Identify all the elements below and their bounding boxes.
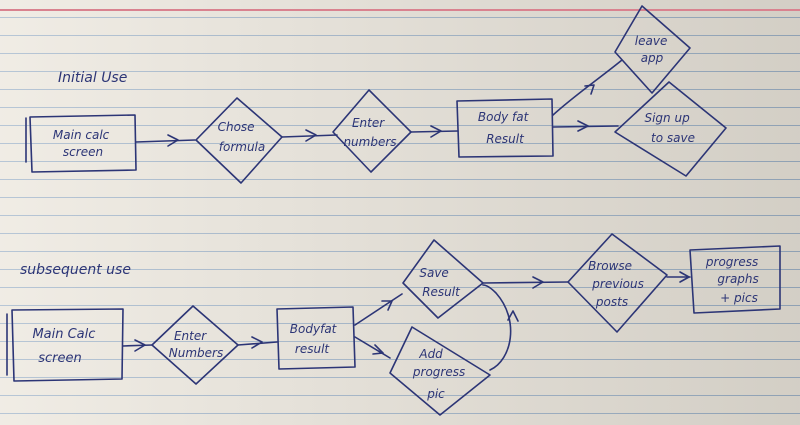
svg-text:Save Result: Save Result bbox=[419, 266, 461, 299]
arrow-add-pic-to-save bbox=[482, 284, 519, 371]
node-label-line: screen bbox=[63, 145, 103, 159]
arrow-enter-to-result bbox=[410, 125, 459, 138]
node-label-line: Bodyfat bbox=[290, 322, 338, 336]
svg-text:leave app: leave app bbox=[635, 34, 671, 65]
svg-text:Main calc screen: Main calc screen bbox=[53, 128, 113, 159]
arrow-result-to-leave bbox=[552, 59, 623, 116]
node-label-line: numbers bbox=[343, 135, 396, 149]
node-add-progress-pic: Add progress pic bbox=[389, 326, 491, 416]
node-enter-numbers-1: Enter numbers bbox=[332, 89, 412, 173]
node-label-line: Main Calc bbox=[32, 327, 95, 342]
arrow-save-to-browse bbox=[482, 276, 569, 289]
svg-text:progress graphs: progress graphs + pics bbox=[705, 255, 763, 305]
node-label-line: Sign up bbox=[644, 111, 690, 125]
svg-text:Browse previous: Browse previous posts bbox=[588, 259, 648, 309]
node-leave-app: leave app bbox=[614, 5, 691, 94]
arrow-result-to-signup bbox=[552, 120, 619, 132]
node-label-line: + pics bbox=[720, 291, 758, 305]
section-label-initial-use: Initial Use bbox=[58, 70, 127, 86]
arrow-main-to-choose bbox=[135, 134, 196, 147]
node-label-line: Body fat bbox=[478, 110, 530, 124]
node-label-line: leave bbox=[635, 34, 668, 48]
node-sign-up-to-save: Sign up to save bbox=[614, 81, 727, 177]
node-label-line: Enter bbox=[174, 329, 207, 343]
arrow-browse-to-graphs bbox=[666, 271, 691, 283]
svg-text:Sign up to save: Sign up to save bbox=[644, 111, 695, 145]
node-label-line: app bbox=[641, 51, 664, 65]
node-body-fat-result-2: Bodyfat result bbox=[276, 306, 356, 370]
margin-line bbox=[0, 9, 800, 11]
node-label-line: to save bbox=[651, 131, 695, 145]
node-label-line: Save bbox=[419, 266, 448, 280]
arrow-enter-to-result-2 bbox=[237, 336, 278, 349]
section-label-subsequent-use: subsequent use bbox=[20, 262, 131, 278]
node-label-line: formula bbox=[219, 140, 265, 154]
svg-text:Bodyfat result: Bodyfat result bbox=[290, 322, 340, 356]
node-label-line: Enter bbox=[352, 116, 385, 130]
node-main-calc-screen-2: Main Calc screen bbox=[6, 308, 124, 382]
node-body-fat-result-1: Body fat Result bbox=[456, 98, 554, 158]
node-label-line: screen bbox=[38, 351, 82, 366]
node-progress-graphs: progress graphs + pics bbox=[689, 245, 781, 314]
node-label-line: progress bbox=[412, 365, 465, 379]
node-main-calc-screen-1: Main calc screen bbox=[25, 114, 137, 173]
node-label-line: Browse bbox=[588, 259, 632, 273]
node-label-line: previous bbox=[591, 277, 644, 291]
node-label-line: graphs bbox=[717, 272, 758, 286]
svg-text:Body fat Result: Body fat Result bbox=[478, 110, 532, 146]
svg-text:Enter numbers: Enter numbers bbox=[343, 116, 396, 149]
node-label-line: result bbox=[295, 342, 331, 356]
node-label-line: Result bbox=[486, 132, 525, 146]
node-label-line: posts bbox=[595, 295, 628, 309]
svg-text:Main Calc screen: Main Calc screen bbox=[32, 327, 99, 366]
node-label-line: Result bbox=[422, 285, 461, 299]
arrow-result-to-save bbox=[354, 293, 403, 326]
node-label-line: progress bbox=[705, 255, 758, 269]
node-browse-previous-posts: Browse previous posts bbox=[567, 233, 668, 333]
arrow-choose-to-enter bbox=[281, 129, 338, 142]
node-label-line: Chose bbox=[218, 120, 255, 134]
node-label-line: Numbers bbox=[169, 346, 223, 360]
node-label-line: Add bbox=[418, 347, 443, 361]
arrow-result-to-add-pic bbox=[354, 336, 391, 359]
node-enter-numbers-2: Enter Numbers bbox=[151, 305, 239, 385]
arrow-main-to-enter bbox=[122, 339, 153, 352]
svg-text:Chose formula: Chose formula bbox=[218, 120, 266, 154]
node-save-result: Save Result bbox=[402, 239, 484, 319]
node-label-line: Main calc bbox=[53, 128, 110, 142]
node-label-line: pic bbox=[426, 387, 445, 401]
svg-text:Add progress p: Add progress pic bbox=[412, 347, 469, 401]
svg-text:Enter Numbers: Enter Numbers bbox=[169, 329, 223, 360]
node-choose-formula: Chose formula bbox=[195, 97, 283, 184]
